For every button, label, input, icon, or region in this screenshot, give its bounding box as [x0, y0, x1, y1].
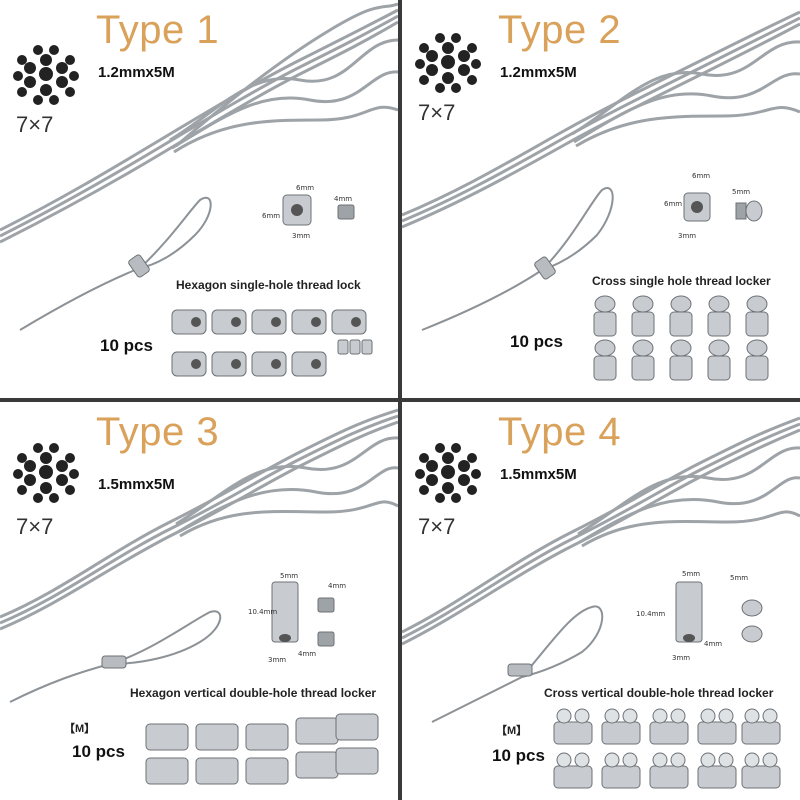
part-name-label: Cross single hole thread locker — [592, 274, 771, 288]
wire-size-label: 1.2mmx5M — [98, 64, 175, 81]
strand-diagram-icon — [415, 33, 481, 93]
part-name-label: Cross vertical double-hole thread locker — [544, 686, 774, 700]
wire-rope-illustration — [402, 416, 800, 789]
dimension-label: 3mm — [292, 232, 311, 240]
dimension-label: 6mm — [296, 184, 315, 192]
wire-rope-illustration — [0, 408, 398, 785]
dimension-label: 4mm — [328, 582, 347, 590]
strand-count-label: 7×7 — [16, 514, 54, 539]
dimension-label: 10.4mm — [248, 608, 278, 616]
part-name-label: Hexagon single-hole thread lock — [176, 278, 361, 292]
dimension-label: 3mm — [268, 656, 287, 664]
wire-size-label: 1.5mmx5M — [98, 476, 175, 493]
quantity-label: 10 pcs — [492, 746, 545, 765]
size-tag: 【M】 — [64, 723, 96, 735]
quantity-label: 10 pcs — [72, 742, 125, 761]
panel-type-1: Type 1 1.2mmx5M 7×7 6mm 6mm 4mm 3mm Hexa… — [0, 0, 398, 398]
dimension-label: 3mm — [678, 232, 697, 240]
dimension-label: 5mm — [732, 188, 751, 196]
dimension-label: 10.4mm — [636, 610, 666, 618]
dimension-label: 6mm — [664, 200, 683, 208]
panel-type-3: Type 3 1.5mmx5M 7×7 5mm 10.4mm 4mm 3mm 4… — [0, 402, 398, 800]
size-tag: 【M】 — [496, 725, 528, 737]
strand-count-label: 7×7 — [418, 514, 456, 539]
strand-diagram-icon — [415, 443, 481, 503]
strand-count-label: 7×7 — [16, 112, 54, 137]
wire-rope-illustration — [402, 10, 800, 381]
quantity-label: 10 pcs — [510, 332, 563, 351]
dimension-label: 5mm — [682, 570, 701, 578]
panel-title: Type 2 — [498, 8, 622, 52]
strand-diagram-icon — [13, 45, 79, 105]
strand-count-label: 7×7 — [418, 100, 456, 125]
wire-size-label: 1.5mmx5M — [500, 466, 577, 483]
wire-size-label: 1.2mmx5M — [500, 64, 577, 81]
dimension-label: 6mm — [692, 172, 711, 180]
strand-diagram-icon — [13, 443, 79, 503]
part-name-label: Hexagon vertical double-hole thread lock… — [130, 686, 377, 700]
panel-type-4: Type 4 1.5mmx5M 7×7 5mm 10.4mm 5mm 3mm 4… — [402, 402, 800, 800]
quantity-label: 10 pcs — [100, 336, 153, 355]
dimension-label: 6mm — [262, 212, 281, 220]
horizontal-divider — [0, 398, 800, 402]
dimension-label: 5mm — [730, 574, 749, 582]
dimension-label: 4mm — [334, 195, 353, 203]
panel-title: Type 3 — [96, 410, 220, 454]
dimension-label: 4mm — [298, 650, 317, 658]
dimension-label: 5mm — [280, 572, 299, 580]
wire-rope-illustration — [0, 2, 398, 377]
dimension-label: 3mm — [672, 654, 691, 662]
panel-title: Type 1 — [96, 8, 220, 52]
panel-type-2: Type 2 1.2mmx5M 7×7 6mm 6mm 5mm 3mm Cros… — [402, 0, 800, 398]
panel-title: Type 4 — [498, 410, 622, 454]
dimension-label: 4mm — [704, 640, 723, 648]
